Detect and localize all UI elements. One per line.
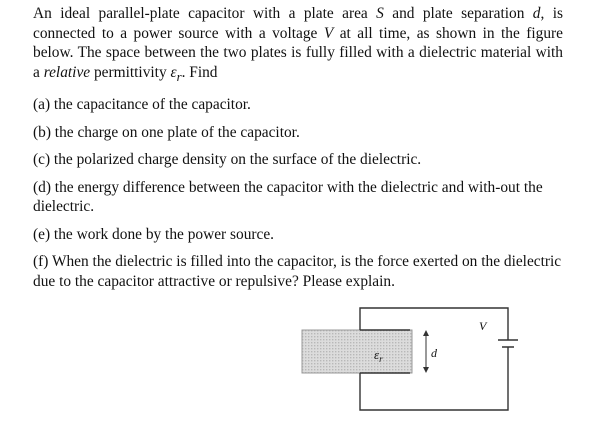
separation-label: d: [431, 346, 438, 360]
top-wire: [359, 307, 509, 334]
part-b: (b) the charge on one plate of the capac…: [33, 123, 300, 141]
problem-statement: An ideal parallel-plate capacitor with a…: [33, 4, 563, 291]
separation-arrow-head-bottom: [423, 367, 429, 373]
voltage-label: V: [479, 319, 488, 333]
area-symbol: S: [376, 5, 384, 22]
part-e: (e) the work done by the power source.: [33, 225, 275, 243]
voltage-symbol: V: [323, 24, 334, 42]
dielectric-slab: [301, 329, 413, 374]
dielectric-label: εr: [374, 347, 383, 364]
intro-text-2: and plate separation: [383, 5, 533, 22]
capacitor-circuit-diagram: εr d V: [301, 307, 518, 411]
intro-text-1: An ideal parallel-plate capacitor with a…: [33, 5, 377, 22]
intro-text-5: permittivity: [90, 63, 171, 81]
separation-arrow-head-top: [423, 330, 429, 336]
bottom-wire: [359, 352, 509, 411]
intro-text-3: , is connected to a power source with a …: [33, 5, 563, 42]
intro-text-4: at all time, as shown in the figure belo…: [33, 24, 563, 81]
problem-intro: An ideal parallel-plate capacitor with a…: [33, 4, 563, 87]
capacitor-figure: εr d V: [290, 300, 550, 425]
part-f: (f) When the dielectric is filled into t…: [33, 253, 562, 290]
separation-symbol: d: [532, 5, 541, 22]
part-a: (a) the capacitance of the capacitor.: [33, 96, 251, 114]
part-d: (d) the energy difference between the ca…: [33, 178, 543, 216]
permittivity-subscript: r: [176, 69, 182, 84]
part-c: (c) the polarized charge density on the …: [33, 151, 422, 169]
relative-word: relative: [43, 63, 91, 81]
intro-text-6: . Find: [181, 63, 218, 81]
permittivity-symbol: ε: [170, 63, 177, 81]
